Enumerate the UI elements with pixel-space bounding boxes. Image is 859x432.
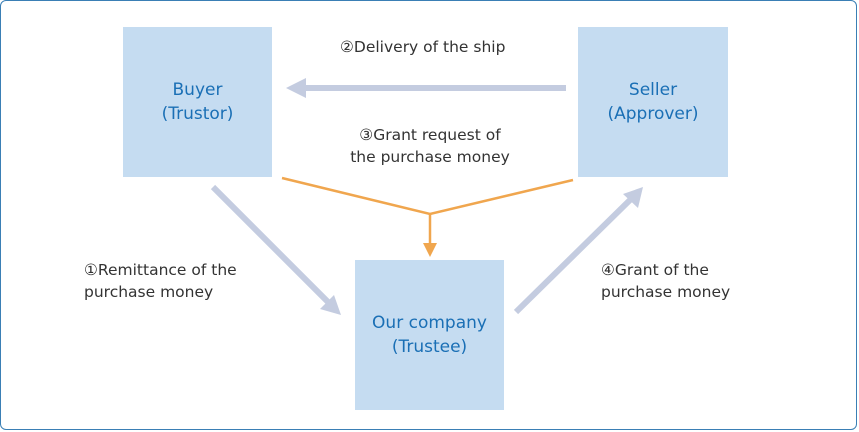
grant-label-line2: purchase money [601, 283, 731, 301]
remittance-label-line1: ①Remittance of the [84, 261, 237, 279]
delivery-label-line1: ②Delivery of the ship [340, 38, 506, 56]
company-title: Our company [372, 313, 487, 333]
request-label-line1: ③Grant request of [359, 126, 501, 144]
buyer-title: Buyer [172, 80, 223, 100]
request-label-line2: the purchase money [350, 148, 510, 166]
buyer-role: (Trustor) [161, 104, 234, 124]
remittance-label-line2: purchase money [84, 283, 214, 301]
company-role: (Trustee) [391, 337, 468, 357]
seller-role: (Approver) [607, 104, 699, 124]
request-label: ③Grant request of the purchase money [330, 124, 530, 168]
company-box: Our company (Trustee) [355, 260, 504, 410]
seller-title: Seller [628, 80, 678, 100]
seller-box: Seller (Approver) [578, 27, 728, 177]
grant-label: ④Grant of the purchase money [601, 259, 730, 303]
delivery-label: ②Delivery of the ship [340, 36, 505, 58]
buyer-box: Buyer (Trustor) [123, 27, 272, 177]
grant-label-line1: ④Grant of the [601, 261, 709, 279]
remittance-label: ①Remittance of the purchase money [84, 259, 237, 303]
